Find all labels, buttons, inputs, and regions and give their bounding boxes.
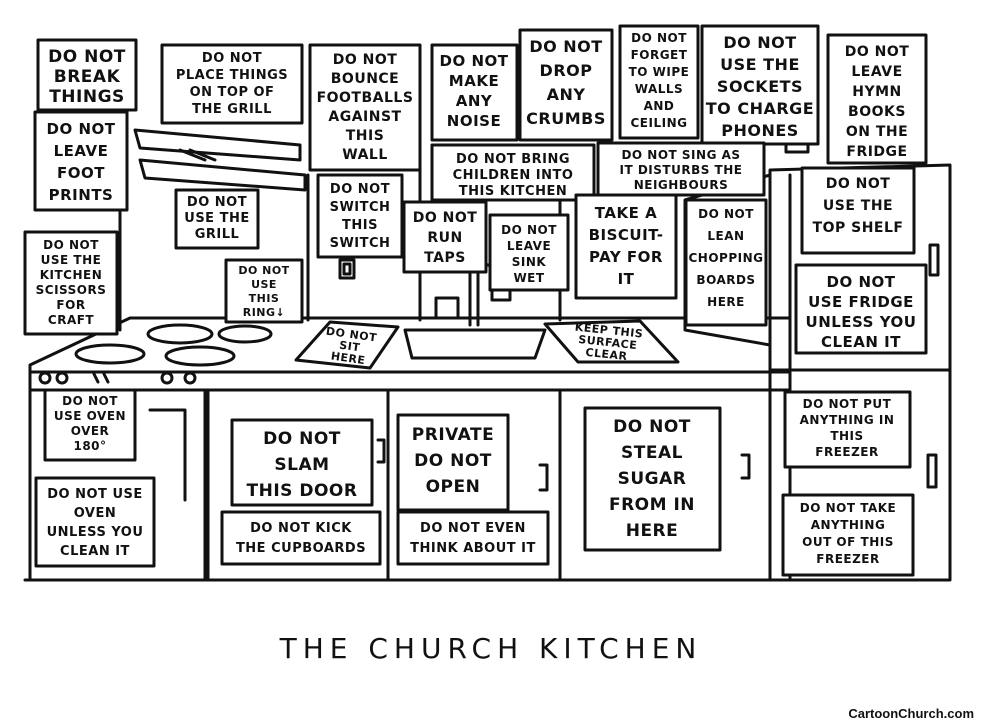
- cartoon-caption: THE CHURCH KITCHEN: [279, 632, 703, 665]
- sign-keep-surface-clear: KEEP THISSURFACECLEAR: [572, 320, 644, 364]
- site-credit: CartoonChurch.com: [848, 706, 974, 721]
- sign-frame: [36, 38, 138, 112]
